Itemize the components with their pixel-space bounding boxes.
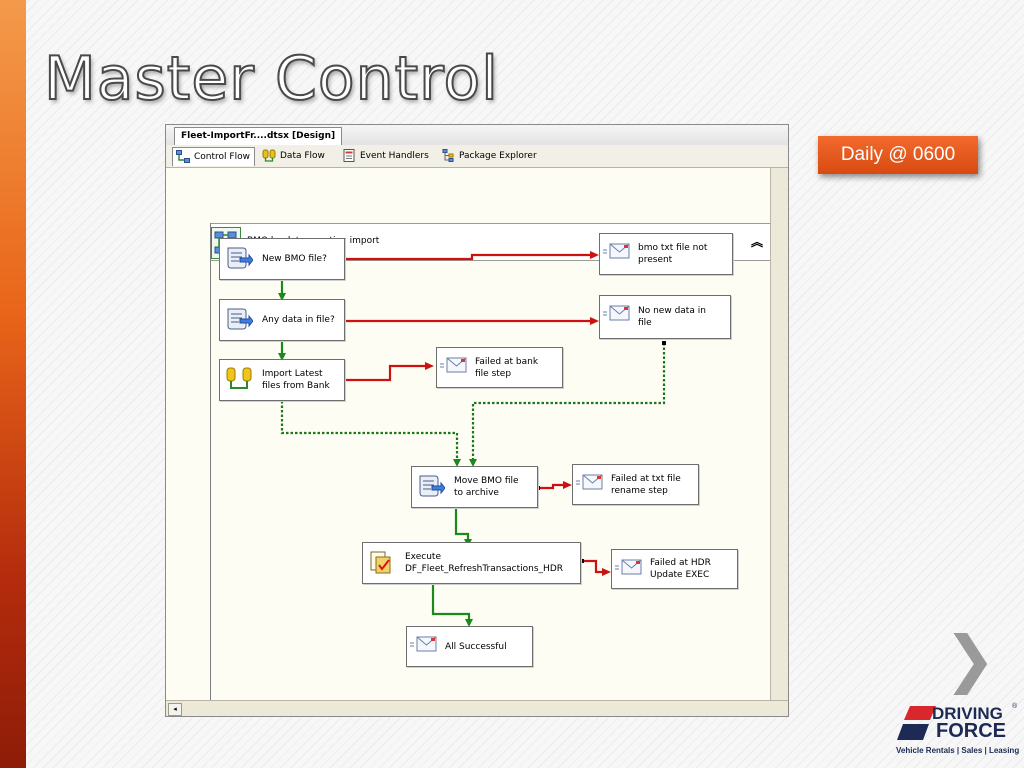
logo-mark-icon (897, 706, 936, 740)
horizontal-scrollbar[interactable]: ◂ (166, 700, 788, 716)
task-all-successful[interactable]: All Successful (406, 626, 533, 667)
success-connector (454, 507, 470, 541)
success-arrowhead (465, 619, 473, 627)
failure-connector (344, 253, 592, 261)
connector-anchor (536, 486, 540, 490)
failure-arrowhead (602, 568, 611, 576)
send-mail-icon (603, 243, 630, 259)
failure-arrowhead (590, 251, 599, 259)
ssis-designer-window[interactable]: Fleet-ImportFr....dtsx [Design] Control … (165, 124, 789, 717)
event-handlers-icon (343, 149, 355, 162)
task-import-latest-files[interactable]: Import Latest files from Bank (219, 359, 345, 401)
driving-force-logo: DRIVING ® FORCE Vehicle Rentals | Sales … (894, 700, 1020, 764)
task-label: Failed at HDR Update EXEC (650, 558, 711, 580)
tab-package-explorer[interactable]: Package Explorer (438, 147, 541, 165)
failure-connector (538, 483, 565, 490)
data-flow-task-icon (226, 367, 252, 389)
send-mail-icon (576, 474, 603, 490)
failure-arrowhead (563, 481, 572, 489)
task-execute-package[interactable]: Execute DF_Fleet_RefreshTransactions_HDR (362, 542, 581, 584)
task-failed-rename[interactable]: Failed at txt file rename step (572, 464, 699, 505)
task-bmo-file-not-present[interactable]: bmo txt file not present (599, 233, 733, 275)
tab-label: Data Flow (280, 151, 325, 161)
task-label: Execute DF_Fleet_RefreshTransactions_HDR (405, 552, 564, 574)
script-task-icon (419, 475, 445, 497)
tab-event-handlers[interactable]: Event Handlers (339, 147, 433, 165)
completion-connector (280, 401, 459, 461)
vertical-scrollbar[interactable] (770, 168, 788, 700)
logo-line1: DRIVING (932, 704, 1003, 723)
connector-anchor (662, 341, 666, 345)
logo-tagline: Vehicle Rentals | Sales | Leasing (896, 746, 1020, 755)
control-flow-canvas[interactable]: BMO bank transaction import ︽ (166, 168, 772, 716)
task-label: Failed at txt file rename step (611, 473, 681, 496)
task-label: Import Latest files from Bank (262, 369, 330, 391)
control-flow-icon (176, 150, 190, 163)
tab-label: Package Explorer (459, 151, 537, 161)
tab-data-flow[interactable]: Data Flow (259, 147, 329, 165)
task-label: All Successful (445, 641, 507, 652)
data-flow-icon (262, 149, 276, 162)
send-mail-icon (410, 636, 437, 652)
completion-connector (471, 343, 666, 461)
send-mail-icon (615, 559, 642, 575)
task-label: No new data in file (638, 306, 706, 328)
success-arrowhead (453, 459, 461, 467)
task-any-data-in-file[interactable]: Any data in file? (219, 299, 345, 341)
script-task-icon (227, 247, 253, 269)
connector-anchor (580, 559, 584, 563)
document-tabstrip: Fleet-ImportFr....dtsx [Design] (166, 125, 788, 146)
success-arrowhead (469, 459, 477, 467)
slide-title: Master Control (43, 43, 499, 115)
script-task-icon (227, 308, 253, 330)
next-slide-icon[interactable]: ❯ (944, 622, 996, 695)
designer-tabs: Control Flow Data Flow Event Handlers (166, 145, 788, 168)
tab-label: Control Flow (194, 152, 250, 162)
failure-connector (344, 364, 427, 382)
task-label: Move BMO file to archive (454, 476, 519, 498)
tab-label: Event Handlers (360, 151, 429, 161)
schedule-badge: Daily @ 0600 (818, 136, 978, 174)
task-label: Failed at bank file step (475, 356, 539, 379)
execute-package-icon (370, 551, 391, 574)
failure-arrowhead (590, 317, 599, 325)
task-failed-hdr[interactable]: Failed at HDR Update EXEC (611, 549, 738, 589)
task-label: Any data in file? (262, 315, 335, 325)
failure-arrowhead (425, 362, 434, 370)
scroll-left-button[interactable]: ◂ (168, 703, 182, 716)
task-new-bmo-file[interactable]: New BMO file? (219, 238, 345, 280)
logo-registered: ® (1012, 703, 1018, 710)
logo-line2: FORCE (936, 720, 1006, 742)
send-mail-icon (440, 357, 467, 373)
document-tab[interactable]: Fleet-ImportFr....dtsx [Design] (174, 127, 343, 145)
success-arrowhead (278, 353, 286, 361)
success-arrowhead (278, 293, 286, 301)
task-move-bmo-file[interactable]: Move BMO file to archive (411, 466, 538, 508)
task-no-new-data[interactable]: No new data in file (599, 295, 731, 339)
slide-accent-bar (0, 0, 26, 768)
success-connector (431, 584, 471, 621)
failure-connector (582, 559, 604, 574)
task-label: New BMO file? (262, 254, 327, 264)
package-explorer-icon (442, 149, 454, 162)
send-mail-icon (603, 305, 630, 321)
task-label: bmo txt file not present (638, 243, 708, 265)
task-failed-bank-file[interactable]: Failed at bank file step (436, 347, 563, 388)
collapse-icon[interactable]: ︽ (751, 235, 764, 249)
tab-control-flow[interactable]: Control Flow (172, 147, 255, 166)
